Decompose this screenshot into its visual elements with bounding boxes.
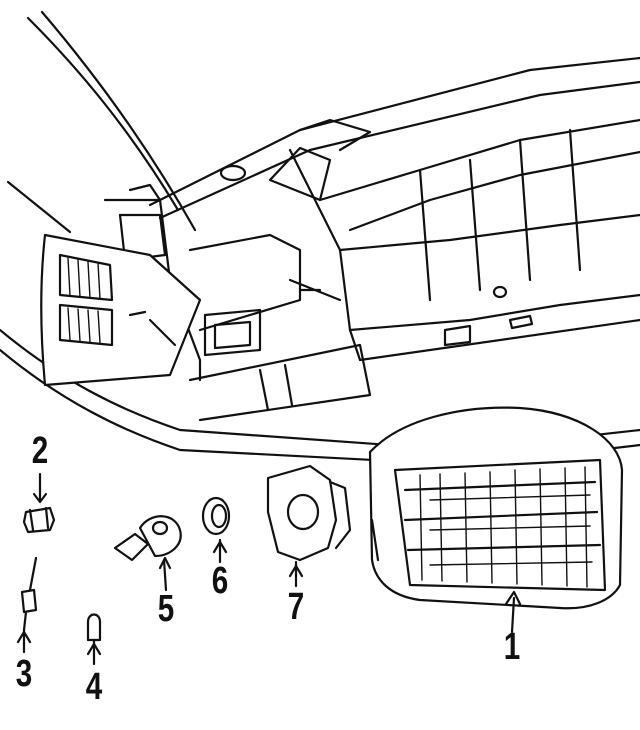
part-3-bulb-wire <box>16 556 38 654</box>
part-2-socket <box>22 472 56 534</box>
vehicle-front-structure <box>0 10 640 467</box>
callout-3: 3 <box>15 653 33 695</box>
part-4-small-bulb <box>86 613 102 666</box>
part-5-headlamp-bulb <box>113 515 182 592</box>
callout-1: 1 <box>503 626 521 668</box>
callout-5: 5 <box>157 588 175 630</box>
callout-2: 2 <box>31 430 49 472</box>
callout-4: 4 <box>85 666 103 708</box>
part-6-retaining-ring <box>201 496 231 564</box>
part-1-headlamp <box>368 406 624 634</box>
callout-7: 7 <box>287 586 305 628</box>
part-7-bracket <box>266 464 352 588</box>
callout-6: 6 <box>211 560 229 602</box>
